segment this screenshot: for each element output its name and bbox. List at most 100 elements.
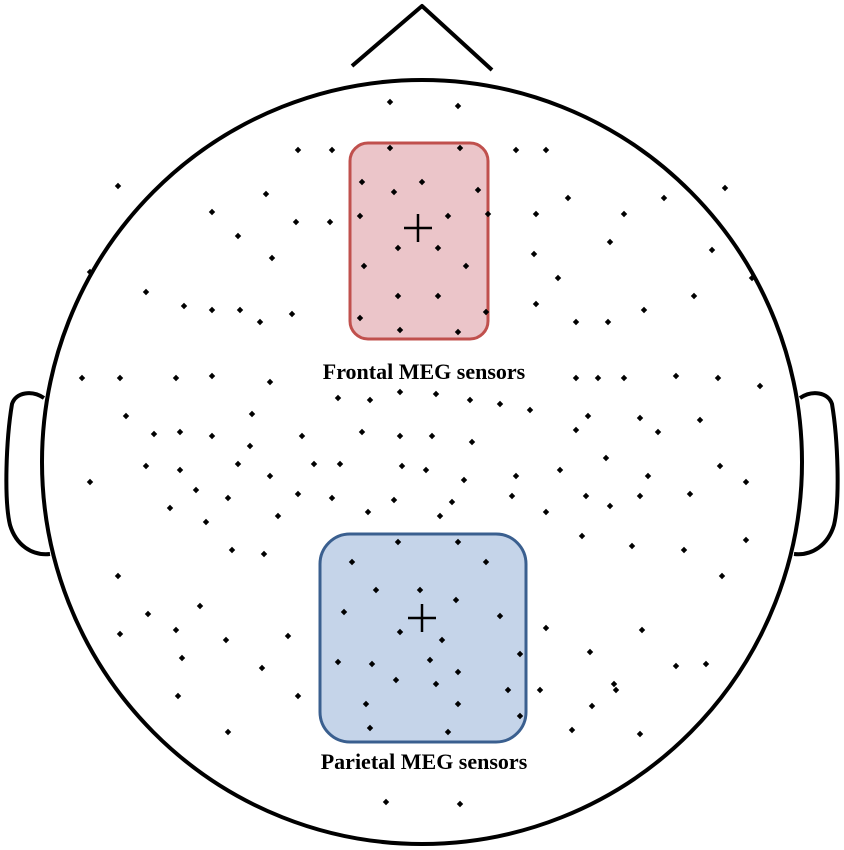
sensor-dot [224, 728, 232, 736]
plus-crosshair-icon [408, 604, 436, 632]
sensor-dot [248, 410, 256, 418]
sensor-dot [636, 730, 644, 738]
sensor-dot [586, 648, 594, 656]
sensor-dot [578, 532, 586, 540]
sensor-dot [416, 586, 424, 594]
sensor-dot [386, 144, 394, 152]
sensor-dot [444, 728, 452, 736]
sensor-dot [708, 246, 716, 254]
sensor-dot [588, 702, 596, 710]
sensor-dot [434, 292, 442, 300]
parietal-region-label: Parietal MEG sensors [321, 749, 528, 774]
sensor-dot [444, 212, 452, 220]
sensor-dot [178, 654, 186, 662]
sensor-dot [176, 466, 184, 474]
sensor-dot [434, 244, 442, 252]
sensor-dot [466, 396, 474, 404]
sensor-dot [328, 494, 336, 502]
frontal-region-label: Frontal MEG sensors [323, 359, 526, 384]
sensor-dot [572, 426, 580, 434]
head-circle [40, 78, 804, 846]
sensor-dot [114, 182, 122, 190]
sensor-dot [172, 374, 180, 382]
sensor-dot [564, 194, 572, 202]
sensor-dot [702, 660, 710, 668]
head-outline [4, 4, 840, 846]
sensor-dot [636, 492, 644, 500]
sensor-dot [382, 798, 390, 806]
plus-crosshair-icon [404, 214, 432, 242]
sensor-dot [298, 432, 306, 440]
sensor-dot [672, 662, 680, 670]
sensor-dot [394, 244, 402, 252]
sensor-dot [482, 558, 490, 566]
sensor-dot [202, 518, 210, 526]
sensor-dot [208, 432, 216, 440]
sensor-dot [432, 390, 440, 398]
sensor-dot [644, 472, 652, 480]
sensor-dot [396, 326, 404, 334]
sensor-dot [748, 274, 756, 282]
sensor-dot [660, 194, 668, 202]
sensor-dot [696, 416, 704, 424]
sensor-dot [504, 686, 512, 694]
sensor-dot [336, 460, 344, 468]
sensor-dot [236, 306, 244, 314]
sensor-dot [686, 490, 694, 498]
sensor-dot [448, 498, 456, 506]
sensor-dot [392, 676, 400, 684]
sensor-dot [372, 586, 380, 594]
sensor-dot [266, 378, 274, 386]
sensor-dot [386, 98, 394, 106]
sensor-dot [176, 428, 184, 436]
sensor-dot [144, 610, 152, 618]
sensor-dot [222, 636, 230, 644]
sensor-dot [460, 476, 468, 484]
sensor-dot [721, 184, 729, 192]
sensor-dot [208, 306, 216, 314]
sensor-dot [116, 374, 124, 382]
sensor-dot [86, 478, 94, 486]
sensor-dot [454, 328, 462, 336]
sensor-dot [542, 146, 550, 154]
parietal-sensor-box [318, 532, 528, 744]
sensor-dot [356, 212, 364, 220]
sensor-dot [234, 460, 242, 468]
sensor-dot [620, 210, 628, 218]
sensor-dot [114, 572, 122, 580]
sensor-dot [612, 686, 620, 694]
sensor-dot [428, 432, 436, 440]
sensor-dot [246, 442, 254, 450]
sensor-dot [284, 632, 292, 640]
sensor-dot [456, 800, 464, 808]
sensor-dot [526, 406, 534, 414]
sensor-dot [360, 262, 368, 270]
sensor-dot [636, 414, 644, 422]
sensor-dot [454, 700, 462, 708]
sensor-dot [516, 650, 524, 658]
sensor-dot [328, 146, 336, 154]
sensor-dot [432, 680, 440, 688]
sensor-dot [358, 428, 366, 436]
sensor-dot [468, 438, 476, 446]
right-ear-outline [793, 391, 840, 557]
sensor-dot [396, 432, 404, 440]
sensor-dot [208, 372, 216, 380]
sensor-dot [496, 400, 504, 408]
sensor-dot [366, 724, 374, 732]
sensor-dot [742, 478, 750, 486]
sensor-dot [310, 460, 318, 468]
sensor-dot [568, 726, 576, 734]
sensor-dot [532, 210, 540, 218]
sensor-dot [454, 668, 462, 676]
sensor-dot [606, 238, 614, 246]
sensor-dot [394, 292, 402, 300]
sensor-dot [422, 466, 430, 474]
sensor-dot [584, 412, 592, 420]
sensor-dot [390, 188, 398, 196]
sensor-dot [294, 692, 302, 700]
sensor-dot [756, 382, 764, 390]
sensor-dot [122, 412, 130, 420]
sensor-dot [716, 462, 724, 470]
